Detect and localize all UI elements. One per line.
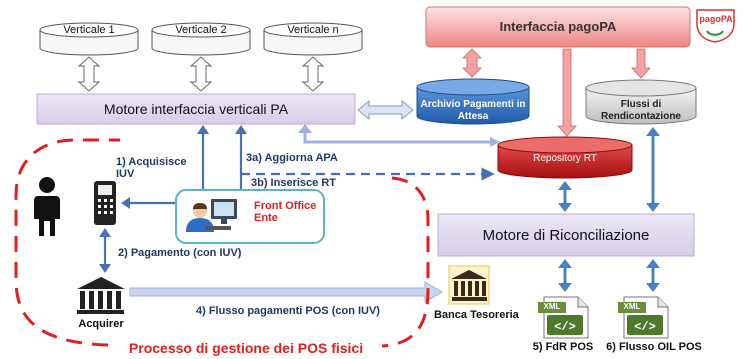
step1-label-line1: 1) Acquisisce [116,156,187,168]
pink-arrow-pagopa-flussi [631,48,651,79]
step2-label: 2) Pagamento (con IUV) [118,247,242,259]
bank-label: Banca Tesoreria [434,309,519,321]
engine-pa-label: Motore interfaccia verticali PA [103,101,289,117]
pos-terminal-icon [94,181,116,225]
front-office-label-line2: Ente [254,212,278,224]
operator-icon [186,199,237,232]
svg-text:</>: </> [634,320,656,334]
acquirer-label: Acquirer [78,318,124,330]
reconciliation-box [437,213,695,257]
connector-flussi-reconciliation [646,127,660,212]
pagopa-logo [696,9,735,43]
bank-icon [448,265,490,305]
verticale-n-label: Verticale n [287,24,339,36]
connector-repository-reconciliation [558,181,572,212]
pink-arrow-pagopa-archive [462,48,482,78]
fdr-label: 5) FdR POS [532,341,594,353]
person-icon [34,177,60,236]
step3a-label: 3a) Aggiorna APA [246,152,338,164]
flussi-label-line2: Rendicontazione [600,111,681,122]
pink-arrow-pagopa-repository [557,48,577,137]
reconciliation-label: Motore di Riconciliazione [482,227,650,244]
flussi-label-line1: Flussi di [620,99,662,110]
connector-pos-acquirer [99,228,111,273]
xml-fdr-tag: XML [543,302,561,311]
repository-label: Repository RT [533,153,597,164]
hollow-arrow-verticale-n [301,56,325,92]
hollow-arrow-engine-archive [357,99,414,121]
flow-arrow-acquirer-bank [129,281,443,303]
flussi-cylinder [585,79,697,125]
connector-reconciliation-fdr [558,259,572,292]
xml-oil-tag: XML [623,302,641,311]
acquirer-icon [77,277,125,314]
repository-cylinder [497,136,633,179]
front-office-label-line1: Front Office [254,200,317,212]
archive-cylinder [416,78,530,125]
pagopa-interface-box [425,6,691,48]
oil-label: 6) Flusso OIL POS [606,341,702,353]
xml-oil-icon: </> [618,296,669,339]
connector-reconciliation-oil [646,259,660,292]
svg-text:</>: </> [554,320,576,334]
process-boundary-right [381,176,430,348]
pagopa-logo-text: pagoPA [699,14,733,24]
step3b-label: 3b) Inserisce RT [251,177,336,189]
verticale-1-label: Verticale 1 [63,24,115,36]
hollow-arrow-verticale-1 [77,56,101,92]
cylinder-verticale-2 [151,22,251,56]
pagopa-interface-label: Interfaccia pagoPA [499,19,617,34]
archive-label-line1: Archivio Pagamenti in [420,99,526,110]
xml-fdr-icon: </> [538,296,589,339]
cylinder-verticale-1 [39,22,139,56]
engine-pa-box [36,93,356,125]
archive-label-line2: Attesa [457,111,489,122]
connector-engine-repository [298,124,500,147]
verticale-2-label: Verticale 2 [175,24,227,36]
connector-frontoffice-engine [197,125,247,190]
process-title: Processo di gestione dei POS fisici [128,340,364,356]
step1-label-line2: IUV [116,168,135,180]
step4-label: 4) Flusso pagamenti POS (con IUV) [196,305,380,317]
connector-frontoffice-pos [121,197,176,209]
process-boundary [14,138,120,347]
hollow-arrow-verticale-2 [189,56,213,92]
cylinder-verticale-n [263,22,363,56]
